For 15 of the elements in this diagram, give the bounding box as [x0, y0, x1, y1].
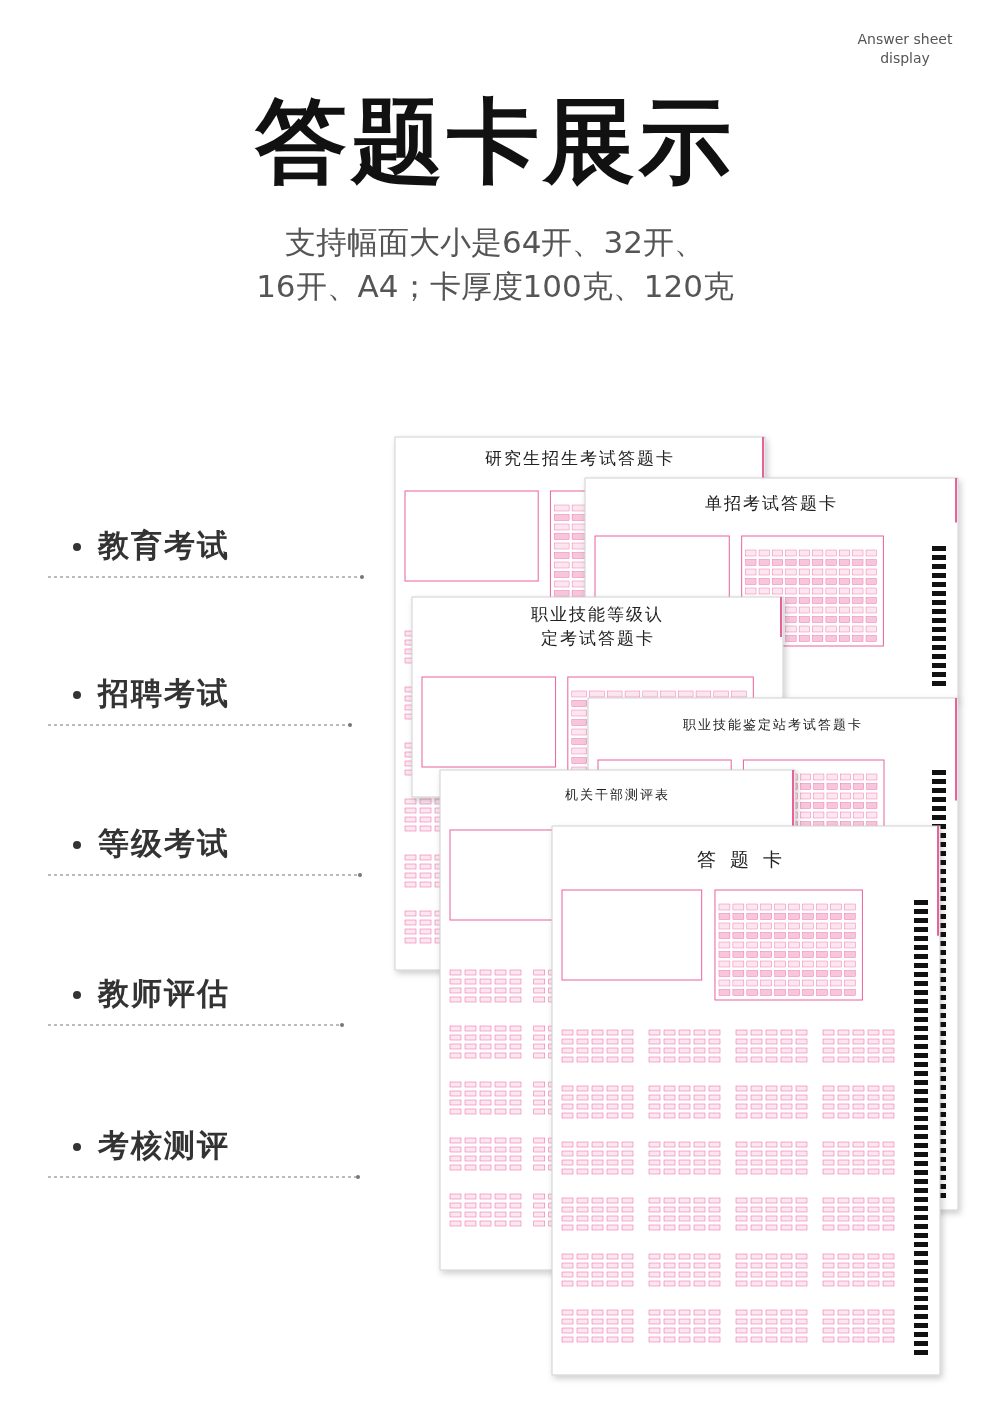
category-label: 招聘考试 [98, 674, 230, 713]
corner-caption: Answer sheet display [856, 30, 954, 68]
sheet-title: 单招考试答题卡 [585, 492, 958, 516]
category-label: 等级考试 [98, 824, 230, 863]
subtitle: 支持幅面大小是64开、32开、 [284, 223, 706, 262]
heading: 答题卡展示 [254, 87, 736, 197]
category-label: 考核测评 [98, 1126, 230, 1165]
subtitle: 16开、A4；卡厚度100克、120克 [255, 267, 735, 306]
category-label: 教育考试 [98, 526, 230, 565]
category-label: 教师评估 [98, 974, 230, 1013]
sheet-title: 机关干部测评表 [440, 786, 795, 805]
sheet-title: 职业技能鉴定站考试答题卡 [588, 716, 958, 735]
sheet-title: 职业技能等级认定考试答题卡 [522, 603, 673, 651]
sheet-title: 研究生招生考试答题卡 [395, 447, 765, 471]
sheet-title: 答题卡 [552, 846, 940, 873]
